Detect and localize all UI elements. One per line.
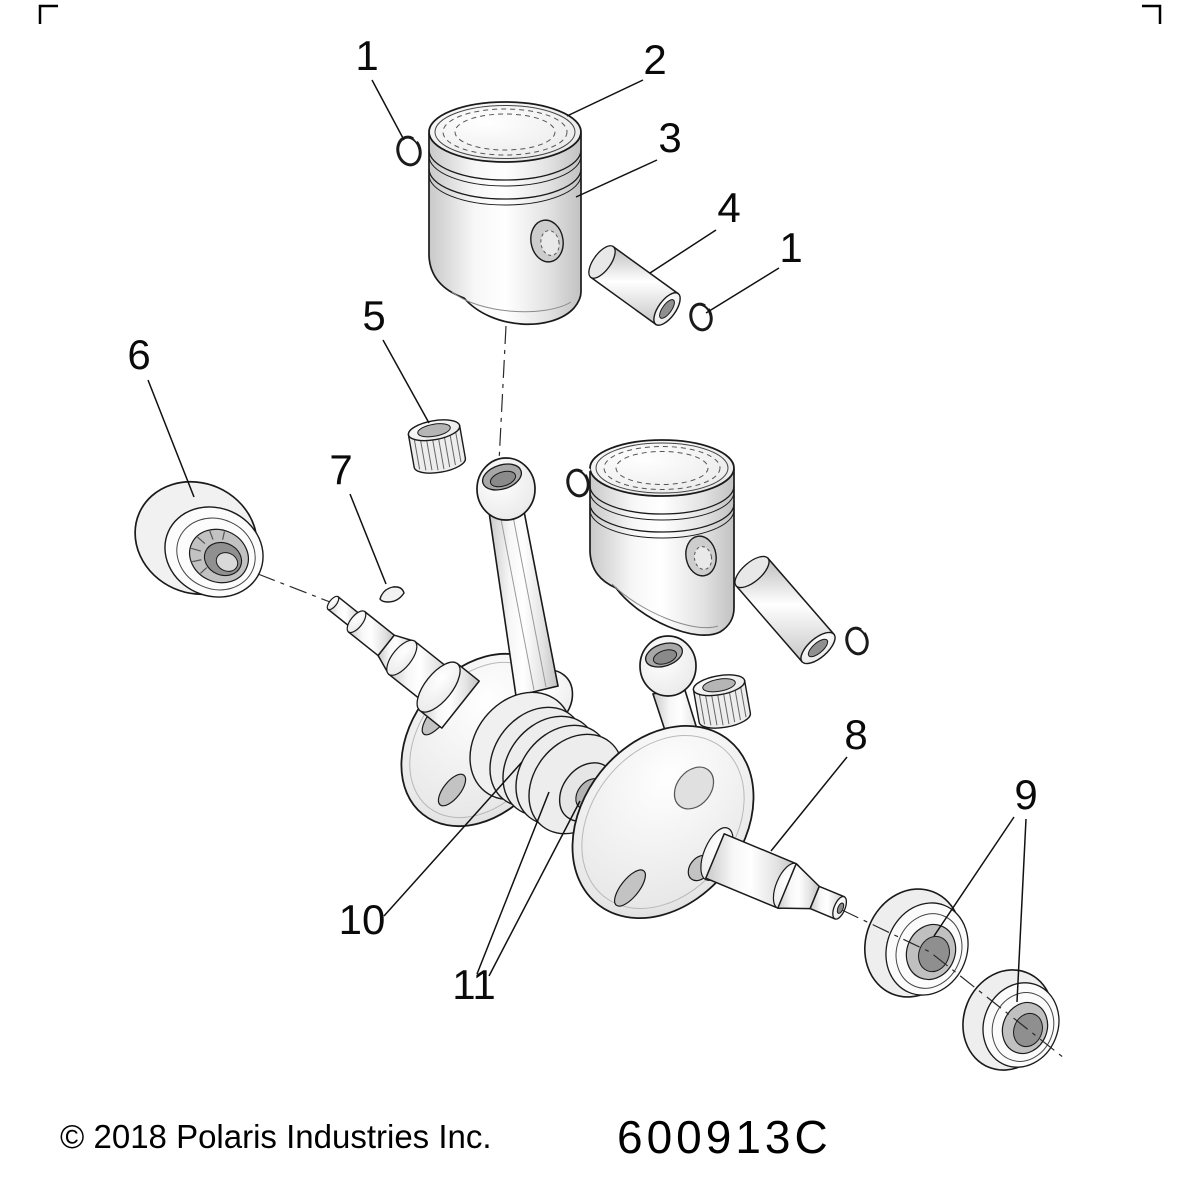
crankshaft-right-stub: [700, 827, 848, 920]
callout-9: 9: [1014, 771, 1037, 818]
callout-7: 7: [329, 446, 352, 493]
leader-5: [382, 339, 430, 424]
callout-1-right: 1: [779, 224, 802, 271]
callout-2: 2: [643, 36, 666, 83]
leader-9a: [933, 816, 1015, 937]
piston-lower: [589, 439, 735, 636]
main-bearing: [134, 480, 264, 598]
crankshaft-left-stub: [326, 595, 480, 729]
leader-11a: [476, 791, 550, 975]
pto-bearing-inner: [863, 888, 969, 998]
leader-lines: [147, 79, 1027, 1003]
leader-10: [383, 761, 523, 917]
callout-4: 4: [717, 184, 740, 231]
leader-6: [147, 379, 195, 498]
centerline-bearing-shaft: [257, 573, 331, 603]
wrist-pin-1: [588, 245, 681, 326]
leader-1-right: [705, 267, 780, 314]
woodruff-key: [379, 586, 405, 603]
part-number: 600913C: [617, 1111, 832, 1163]
piston-upper: [428, 101, 582, 326]
needle-bearing-2: [692, 674, 752, 729]
circlip-lower-left: [566, 466, 591, 498]
circlip-upper-left: [396, 133, 423, 167]
callout-8: 8: [844, 711, 867, 758]
copyright-text: © 2018 Polaris Industries Inc.: [60, 1118, 492, 1155]
wrist-pin-2: [734, 555, 836, 665]
connecting-rod-1: [476, 457, 574, 731]
leader-2: [566, 79, 644, 117]
callout-5: 5: [362, 292, 385, 339]
needle-bearing-1: [407, 419, 467, 474]
corner-marks: [38, 4, 1162, 24]
callout-10: 10: [339, 896, 386, 943]
circlip-upper-right: [689, 300, 714, 332]
centerline-pto-axis: [841, 909, 1065, 1059]
callout-3: 3: [658, 114, 681, 161]
pto-bearing-outer: [962, 969, 1060, 1071]
leader-3: [575, 159, 658, 198]
callout-6: 6: [127, 331, 150, 378]
leader-4: [649, 229, 717, 274]
leader-9b: [1016, 818, 1027, 1003]
callout-1-upper: 1: [355, 32, 378, 79]
leader-7: [349, 493, 387, 585]
leader-11b: [488, 800, 581, 977]
circlip-lower-right: [845, 624, 870, 656]
callout-labels: 1 2 3 4 1 5 6 7 8 9 10 11: [127, 32, 1037, 1008]
leader-1-upper: [371, 79, 405, 141]
leader-8: [770, 756, 848, 852]
callout-11: 11: [452, 961, 496, 1008]
centerline-piston1-rod1: [498, 325, 507, 463]
